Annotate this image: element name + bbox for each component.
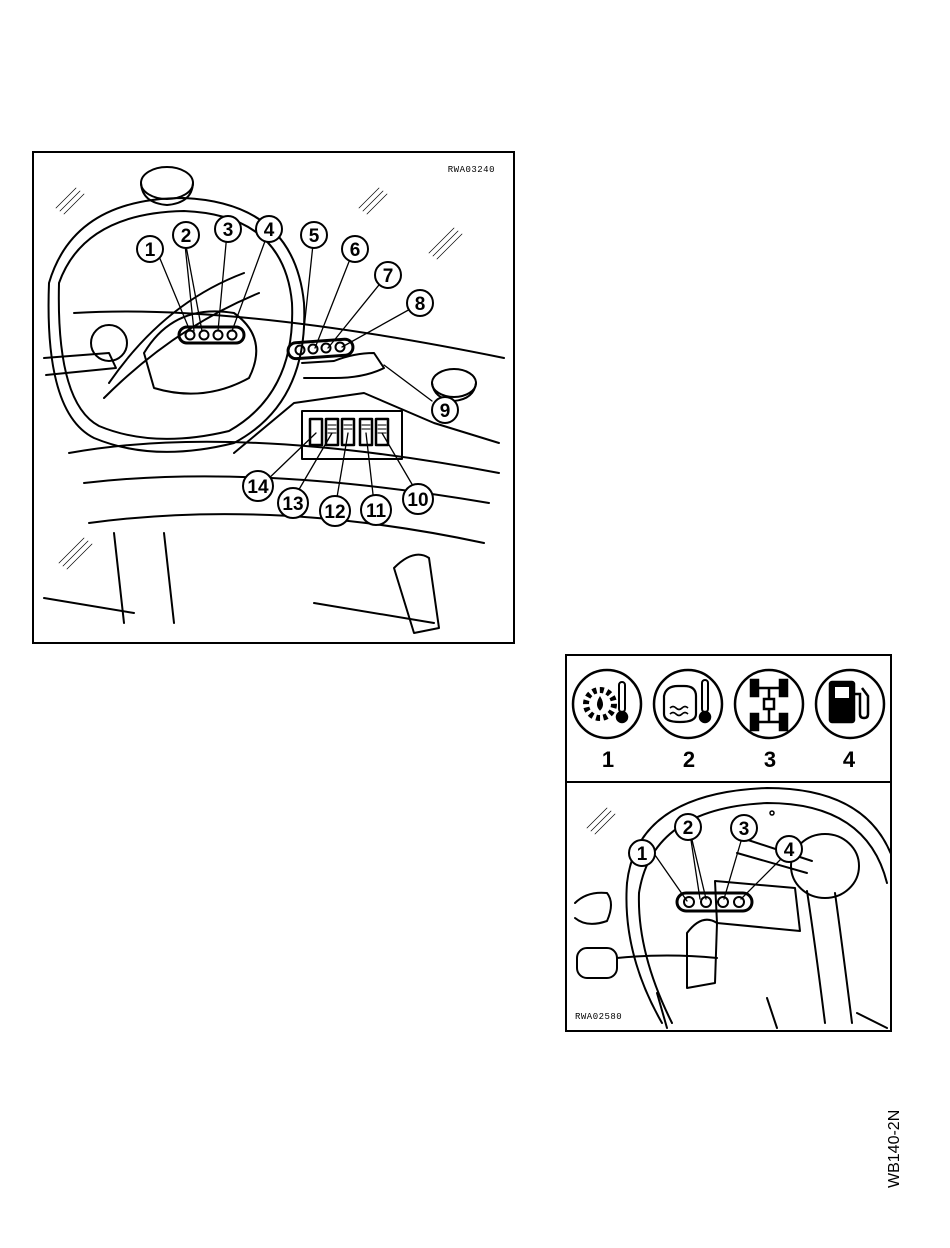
- callout-8: 8: [415, 294, 426, 315]
- indicator-callout-3: 3: [739, 819, 750, 840]
- indicator-callout-1: 1: [637, 844, 648, 865]
- callout-6: 6: [350, 240, 361, 261]
- icon-number-2: 2: [659, 747, 719, 773]
- indicator-location-drawing: 1 2 3 4: [567, 783, 890, 1032]
- knob: [141, 167, 193, 199]
- callout-7: 7: [383, 266, 394, 287]
- callout-5: 5: [309, 226, 320, 247]
- indicator-icons: [567, 656, 890, 746]
- callout-12: 12: [324, 502, 345, 523]
- icon-number-1: 1: [578, 747, 638, 773]
- indicator-figure: 1 2 3 4: [565, 654, 892, 1032]
- icon-number-4: 4: [819, 747, 879, 773]
- indicator-icons-row: 1 2 3 4: [567, 656, 890, 783]
- fuel-level-icon: [816, 670, 884, 738]
- icon-number-3: 3: [740, 747, 800, 773]
- callout-14: 14: [247, 477, 269, 498]
- callout-4: 4: [264, 220, 275, 241]
- transmission-oil-temperature-icon: [573, 670, 641, 738]
- callout-11: 11: [366, 501, 387, 522]
- indicator-callout-2: 2: [683, 818, 694, 839]
- indicator-callout-4: 4: [784, 840, 795, 861]
- four-wheel-drive-icon: [735, 670, 803, 738]
- callout-2: 2: [181, 226, 192, 247]
- dashboard-figure: RWA03240: [32, 151, 515, 644]
- figure-code: RWA02580: [575, 1012, 622, 1022]
- callout-13: 13: [282, 494, 303, 515]
- callout-9: 9: [440, 401, 451, 422]
- callout-1: 1: [145, 240, 156, 261]
- callout-3: 3: [223, 220, 234, 241]
- dashboard-drawing: 1 2 3 4 5 6 7 8 9 10 11 12 13 14: [34, 153, 513, 642]
- callout-10: 10: [407, 490, 428, 511]
- page-model-code: WB140-2N: [886, 1110, 904, 1188]
- figure-code: RWA03240: [448, 165, 495, 175]
- engine-coolant-temperature-icon: [654, 670, 722, 738]
